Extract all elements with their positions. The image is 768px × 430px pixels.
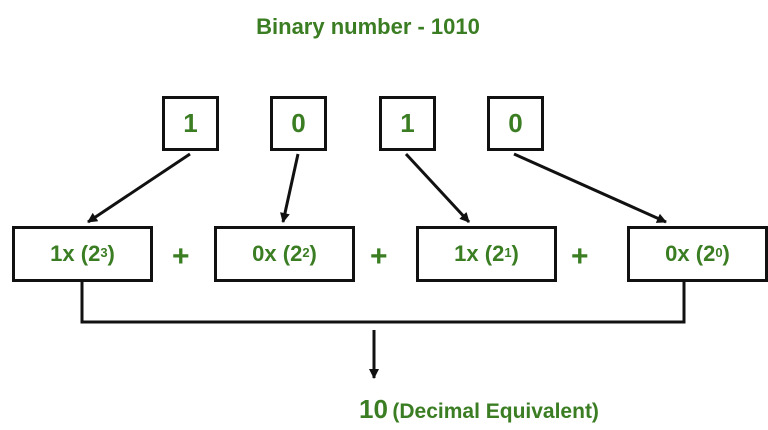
arrow-bit4-to-term4 bbox=[513, 152, 667, 224]
arrow-bit2-to-term2 bbox=[280, 153, 300, 223]
term-base: 2 bbox=[88, 241, 101, 266]
term-exponent: 0 bbox=[715, 244, 723, 260]
term-exponent: 1 bbox=[504, 244, 512, 260]
plus-sign: + bbox=[571, 240, 589, 273]
diagram-title: Binary number - 1010 bbox=[0, 14, 768, 40]
plus-sign: + bbox=[370, 240, 388, 273]
term-base: 2 bbox=[492, 241, 505, 266]
sum-bracket bbox=[80, 282, 686, 324]
binary-digit: 1 bbox=[400, 108, 415, 138]
term-digit: 1 bbox=[454, 241, 467, 266]
term-operator: x bbox=[264, 241, 277, 266]
term-operator: x bbox=[677, 241, 690, 266]
term-base: 2 bbox=[290, 241, 303, 266]
binary-digit-box: 1 bbox=[379, 96, 436, 151]
term-digit: 0 bbox=[252, 241, 265, 266]
plus-sign: + bbox=[172, 240, 190, 273]
binary-digit-box: 1 bbox=[162, 96, 219, 151]
decimal-label: (Decimal Equivalent) bbox=[392, 400, 599, 423]
title-text: Binary number - 1010 bbox=[256, 14, 480, 39]
decimal-value: 10 bbox=[359, 394, 388, 424]
binary-digit: 0 bbox=[508, 108, 523, 138]
arrow-bit1-to-term1 bbox=[87, 152, 191, 224]
binary-digit-box: 0 bbox=[487, 96, 544, 151]
term-exponent: 2 bbox=[302, 244, 310, 260]
term-operator: x bbox=[466, 241, 479, 266]
term-base: 2 bbox=[703, 241, 716, 266]
binary-digit: 0 bbox=[291, 108, 306, 138]
term-operator: x bbox=[62, 241, 75, 266]
decimal-result: 10 (Decimal Equivalent) bbox=[359, 394, 599, 425]
binary-digit: 1 bbox=[183, 108, 198, 138]
term-exponent: 3 bbox=[100, 244, 108, 260]
binary-digit-box: 0 bbox=[270, 96, 327, 151]
term-digit: 1 bbox=[50, 241, 63, 266]
arrow-bit3-to-term3 bbox=[404, 152, 471, 224]
term-digit: 0 bbox=[665, 241, 678, 266]
